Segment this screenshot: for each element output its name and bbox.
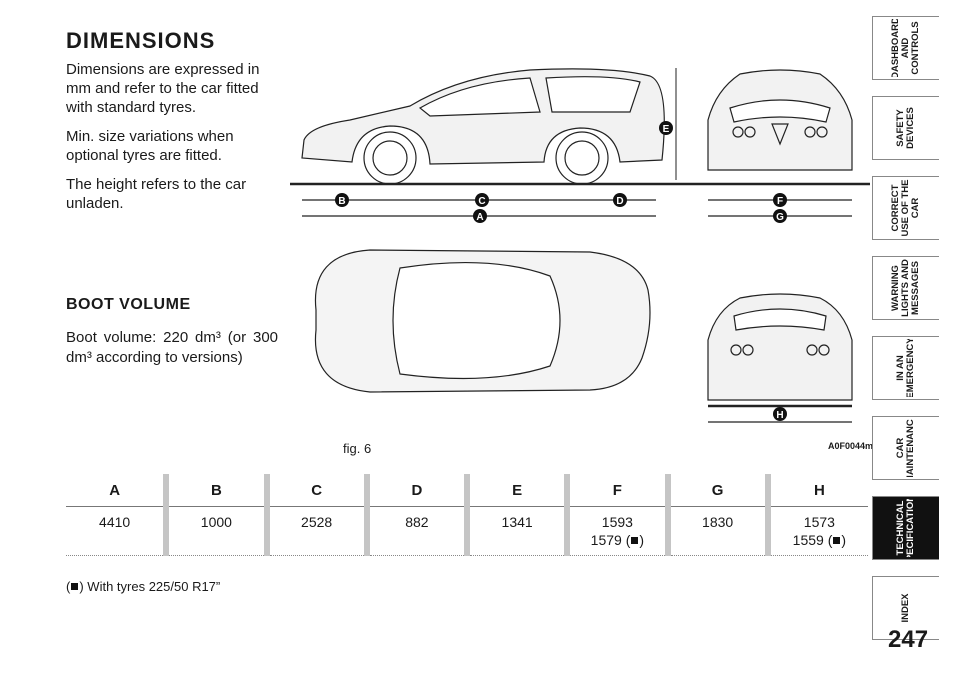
marker-a	[473, 209, 487, 223]
table-header: F	[564, 474, 668, 507]
table-cell: 1830	[664, 506, 768, 556]
table-header: C	[263, 474, 367, 507]
table-header: D	[363, 474, 467, 507]
marker-d-label: D	[616, 196, 623, 207]
marker-e	[659, 121, 673, 135]
intro-paragraph: The height refers to the car unladen.	[66, 176, 247, 212]
marker-c-label: C	[478, 196, 485, 207]
marker-g-label: G	[776, 212, 784, 223]
figure-code: A0F0044m	[828, 441, 874, 451]
marker-f	[773, 193, 787, 207]
intro-paragraph: Dimensions are expressed in mm and refer…	[66, 61, 260, 116]
figure-caption: fig. 6	[343, 441, 372, 456]
marker-g	[773, 209, 787, 223]
car-top-view	[314, 249, 651, 393]
tab-index[interactable]: INDEX	[872, 576, 939, 640]
marker-h	[773, 407, 787, 421]
car-front-view	[707, 69, 853, 171]
marker-c	[475, 193, 489, 207]
table-header: B	[163, 474, 267, 507]
marker-b-label: B	[338, 196, 345, 207]
car-side-view	[290, 68, 870, 186]
boot-volume-title: BOOT VOLUME	[66, 296, 191, 313]
car-rear-view	[707, 293, 853, 408]
marker-b	[335, 193, 349, 207]
table-header-row: A B C D E F G H	[66, 474, 868, 507]
marker-a-label: A	[476, 212, 483, 223]
table-cell: 882	[363, 506, 467, 556]
marker-e-label: E	[663, 124, 670, 135]
optional-tyre-icon	[71, 583, 79, 590]
marker-d	[613, 193, 627, 207]
tab-dashboard[interactable]: DASHBOARD AND CONTROLS	[872, 16, 939, 80]
table-header: A	[109, 481, 121, 499]
optional-tyre-icon	[833, 537, 841, 544]
car-dimension-drawing: B C D A E F G H	[290, 68, 870, 423]
dimensions-table: A B C D E F G H 4410 1000 2528 882 1341 …	[66, 474, 868, 556]
tab-warning-lights[interactable]: WARNING LIGHTS AND MESSAGES	[872, 256, 939, 320]
marker-f-label: F	[777, 196, 783, 207]
table-cell: 1341	[463, 506, 568, 556]
page-title: DIMENSIONS	[66, 28, 216, 53]
table-cell: 1000	[163, 506, 267, 556]
table-cell: 4410	[66, 506, 167, 556]
table-header: H	[764, 474, 868, 507]
intro-text: Dimensions are expressed in mm and refer…	[66, 60, 276, 223]
page-number: 247	[888, 626, 929, 653]
tab-maintenance[interactable]: CAR MAINTENANCE	[872, 416, 939, 480]
boot-volume-text: Boot volume: 220 dm³ (or 300 dm³ accordi…	[66, 329, 278, 366]
marker-h-label: H	[776, 410, 783, 421]
tab-technical-specifications[interactable]: TECHNICAL SPECIFICATIONS	[872, 496, 939, 560]
table-header: E	[463, 474, 568, 507]
tab-safety[interactable]: SAFETY DEVICES	[872, 96, 939, 160]
table-cell: 2528	[263, 506, 367, 556]
optional-tyre-icon	[631, 537, 639, 544]
tab-correct-use[interactable]: CORRECT USE OF THE CAR	[872, 176, 939, 240]
table-header: G	[664, 474, 768, 507]
intro-paragraph: Min. size variations when optional tyres…	[66, 128, 234, 164]
footnote: () With tyres 225/50 R17”	[66, 579, 221, 594]
tab-emergency[interactable]: IN AN EMERGENCY	[872, 336, 939, 400]
